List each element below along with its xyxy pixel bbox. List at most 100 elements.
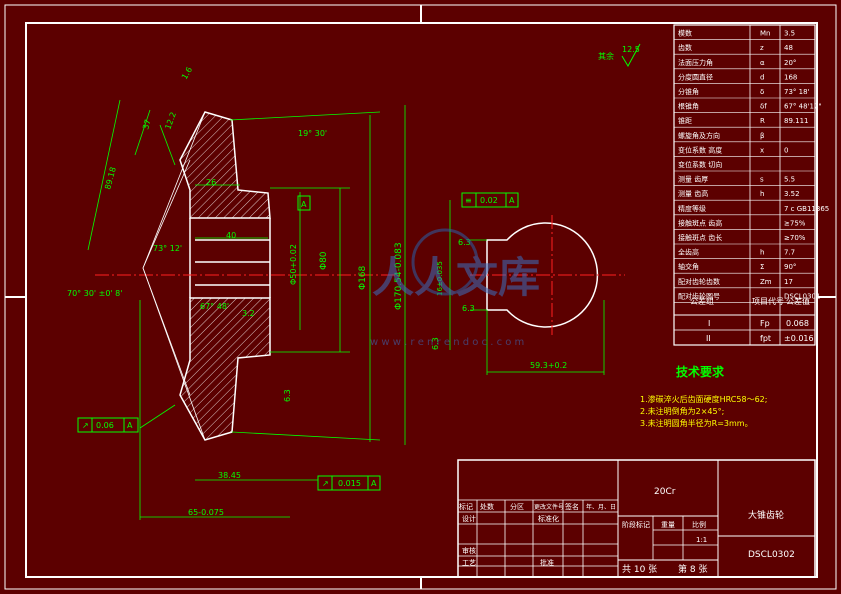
svg-text:审核: 审核 [462,546,476,555]
param-val: 7 c GB11365 [784,205,829,213]
param-sym: δ [760,88,764,96]
svg-text:技术要求: 技术要求 [676,364,725,379]
param-val: 67° 48'17" [784,103,822,111]
dim-angle-67: 67° 48' [200,302,229,311]
param-name: 全齿高 [678,248,699,257]
rough-63-key-bot: 6.3 [462,304,475,313]
param-val: ≥70% [784,234,806,242]
param-name: 精度等级 [678,204,706,213]
svg-text:A: A [127,421,133,430]
param-name: 分锥角 [678,87,699,96]
svg-text:处数: 处数 [480,502,494,511]
param-name: 锥距 [678,116,692,125]
svg-text:12.5: 12.5 [622,45,640,54]
param-name: 法面压力角 [678,58,713,67]
dim-40: 40 [226,231,236,240]
tech-requirements: 技术要求 1.渗碳淬火后齿面硬度HRC58～62; 2.未注明倒角为2×45°;… [640,364,767,428]
param-name: 螺旋角及方向 [678,131,720,140]
svg-text:共 10 张: 共 10 张 [622,564,657,575]
rough-63-key-left: 6.3 [431,337,440,350]
svg-text:设计: 设计 [462,514,476,523]
svg-text:公差值: 公差值 [786,296,810,306]
param-val: 73° 18' [784,88,810,96]
param-val: 3.52 [784,190,800,198]
watermark: 人人文库 w w w . r e n r e n d o c . c o m [370,228,540,348]
title-block [457,459,816,578]
tol-sym-frame: ≡ 0.02 A [461,192,519,208]
param-sym: d [760,73,764,81]
param-name: 接触斑点 齿长 [678,233,722,242]
svg-text:A: A [509,196,515,205]
svg-text:批准: 批准 [540,558,554,567]
tol-face-frame: ↗ 0.015 A [317,475,381,491]
svg-text:年、月、日: 年、月、日 [586,503,616,511]
svg-text:↗: ↗ [82,421,89,430]
svg-text:↗: ↗ [322,479,329,488]
dim-angle-19: 19° 30' [298,129,327,138]
svg-text:标记: 标记 [459,502,473,511]
param-name: 轴交角 [678,262,699,271]
dim-phi-170: Φ170.54-0.083 [394,242,404,310]
svg-text:II: II [706,334,711,343]
svg-text:≡: ≡ [465,196,472,205]
svg-text:项目代号: 项目代号 [752,296,784,306]
svg-text:1:1: 1:1 [696,536,707,544]
dim-3845: 38.45 [218,471,241,480]
rough-63-right: 6.3 [283,389,292,402]
param-name: 测量 齿高 [678,189,708,198]
param-val: 20° [784,59,796,67]
centering-marks [5,5,836,589]
param-val: 17 [784,278,793,286]
param-sym: h [760,190,764,198]
side-view: ≡ 0.02 A 6.3 6.3 6.3 16±0.035 59.3+0.2 [431,192,625,375]
svg-text:人人文库: 人人文库 [372,253,540,302]
param-val: 7.7 [784,249,795,257]
param-sym: x [760,146,764,154]
param-val: ≥75% [784,219,806,227]
svg-text:±0.016: ±0.016 [784,334,814,343]
svg-text:工艺: 工艺 [462,559,476,567]
param-name: 变位系数 切向 [678,160,722,169]
param-val: DSCL0301 [784,292,820,300]
dim-keyway-w: 16±0.035 [436,261,444,296]
svg-text:20Cr: 20Cr [654,487,676,497]
tolerance-table: 公差组 项目代号 公差值 I Fp 0.068 II fpt ±0.016 [673,296,816,346]
svg-text:w w w . r e n r e n d o c . c: w w w . r e n r e n d o c . c o m [370,337,524,348]
param-val: 168 [784,73,797,81]
param-val: 89.111 [784,117,809,125]
svg-text:0.015: 0.015 [338,479,361,488]
param-name: 分度圆直径 [678,72,713,81]
svg-text:1.渗碳淬火后齿面硬度HRC58～62;: 1.渗碳淬火后齿面硬度HRC58～62; [640,394,767,404]
param-val: 48 [784,44,793,52]
rough-32: 3.2 [242,309,255,318]
svg-text:A: A [301,200,307,209]
dim-65: 65-0.075 [188,508,224,517]
param-name: 模数 [678,29,692,38]
svg-text:fpt: fpt [760,334,771,343]
svg-text:第 8 张: 第 8 张 [678,563,707,575]
rough-63-key-top: 6.3 [458,238,471,247]
svg-text:DSCL0302: DSCL0302 [748,550,795,560]
param-sym: h [760,249,764,257]
param-sym: s [760,176,764,184]
param-name: 测量 齿厚 [678,176,708,184]
dim-keyway-depth: 59.3+0.2 [530,361,567,370]
svg-text:0.068: 0.068 [786,319,809,328]
svg-text:2.未注明倒角为2×45°;: 2.未注明倒角为2×45°; [640,406,724,416]
svg-text:其余: 其余 [598,51,614,61]
tol-runout-frame: ↗ 0.06 A [77,417,139,433]
dim-angle-70: 70° 30' ±0' 8' [67,289,122,298]
svg-text:3.未注明圆角半径为R=3mm。: 3.未注明圆角半径为R=3mm。 [640,418,753,428]
dim-37: 37 [141,118,152,130]
param-sym: R [760,117,765,125]
dim-phi-168: Φ168 [358,265,368,290]
svg-text:阶段标记: 阶段标记 [622,520,650,529]
param-sym: Σ [760,263,764,271]
dim-phi-bore: Φ50+0.02 [289,244,298,285]
param-sym: δf [760,103,767,111]
param-val: 90° [784,263,796,271]
svg-text:标准化: 标准化 [538,514,559,523]
param-sym: α [760,59,765,67]
param-name: 变位系数 高度 [678,145,722,154]
